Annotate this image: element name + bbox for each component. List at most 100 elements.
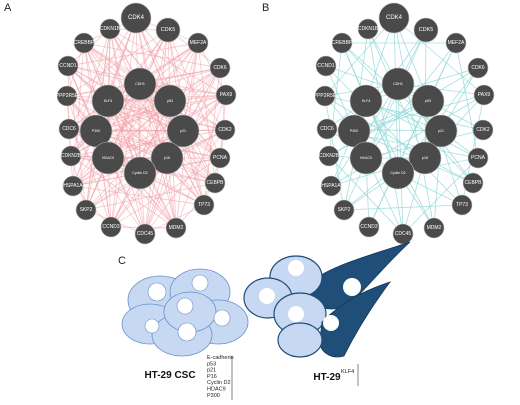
node-label: CDKN2B xyxy=(319,153,340,159)
ht29-marker: KLF4 xyxy=(341,369,354,375)
node-cdk6: CDK6 xyxy=(467,57,489,79)
node-label: Cyclin D2 xyxy=(390,171,405,175)
network-edge xyxy=(324,95,426,159)
network-edge xyxy=(85,67,221,211)
node-circle xyxy=(314,85,336,107)
node-pcna: PCNA xyxy=(209,147,231,169)
node-tp73: TP73 xyxy=(451,194,473,216)
csc-nuclei xyxy=(144,274,231,342)
node-label: CDK6 xyxy=(213,65,227,71)
network-b-nodes: CDK4CDK5MEF2ACDK6PAX9CDK2PCNACEBPBTP73MD… xyxy=(314,2,495,245)
node-circle xyxy=(411,84,445,118)
node-label: p21 xyxy=(438,129,444,133)
node-label: p16 xyxy=(422,156,428,160)
node-circle xyxy=(56,85,78,107)
network-edge xyxy=(109,28,227,96)
node-cdk6: CDK6 xyxy=(209,57,231,79)
node-circle xyxy=(408,141,442,175)
node-hspa1a: HSPA1A xyxy=(320,175,342,197)
node-cdh1: CDH1 xyxy=(381,67,415,101)
network-edge xyxy=(368,42,457,228)
node-cebpb: CEBPB xyxy=(462,172,484,194)
node-circle xyxy=(209,147,231,169)
network-a: CDK4CDK5MEF2ACDK6PAX9CDK2PCNACEBPBTP73MD… xyxy=(56,2,237,245)
network-edge xyxy=(365,100,479,159)
node-ccnd1: CCND1 xyxy=(315,55,337,77)
node-mdm2: MDM2 xyxy=(165,217,187,239)
node-ppp2r5e: PPP2R5E xyxy=(314,85,337,107)
network-edge xyxy=(167,29,221,159)
node-circle xyxy=(123,156,157,190)
node-pax9: PAX9 xyxy=(473,84,495,106)
network-edge xyxy=(85,29,169,211)
ht29-spindle-cell xyxy=(319,281,392,358)
node-p21: p21 xyxy=(424,114,458,148)
ht29-nucleus xyxy=(259,288,275,304)
node-cdh1: CDH1 xyxy=(123,67,157,101)
node-label: HSPA1A xyxy=(63,183,83,189)
ht29-nuclei xyxy=(259,260,361,331)
node-circle xyxy=(204,172,226,194)
node-label: PPP2R5E xyxy=(314,93,337,99)
node-label: PAX9 xyxy=(220,92,233,98)
node-label: Cyclin D2 xyxy=(132,171,147,175)
node-klf4: KLF4 xyxy=(349,84,383,118)
network-edge xyxy=(324,17,395,97)
node-circle xyxy=(120,2,152,34)
node-cyclin-d2: Cyclin D2 xyxy=(123,156,157,190)
node-label: MDM2 xyxy=(169,225,184,231)
node-circle xyxy=(473,84,495,106)
node-cdk4: CDK4 xyxy=(378,2,410,34)
panel-a-letter: A xyxy=(4,2,12,14)
node-label: CDC45 xyxy=(395,231,412,237)
network-edge xyxy=(393,17,485,96)
node-circle xyxy=(99,18,121,40)
node-circle xyxy=(187,32,209,54)
panel-b-letter: B xyxy=(262,2,269,14)
node-circle xyxy=(57,55,79,77)
node-cdk2: CDK2 xyxy=(472,119,494,141)
network-edge xyxy=(66,29,169,97)
node-cdkn2b: CDKN2B xyxy=(60,145,82,167)
ht29-cell-cluster xyxy=(243,241,411,358)
node-label: p53 xyxy=(167,99,173,103)
node-label: CDK2 xyxy=(476,127,490,133)
node-label: CDK4 xyxy=(386,15,403,21)
node-circle xyxy=(123,67,157,101)
node-p53: p53 xyxy=(411,84,445,118)
node-circle xyxy=(165,217,187,239)
node-circle xyxy=(62,175,84,197)
node-circle xyxy=(357,18,379,40)
network-edge xyxy=(109,28,205,206)
node-circle xyxy=(413,17,439,43)
node-p300: P300 xyxy=(79,114,113,148)
node-cdc45: CDC45 xyxy=(392,223,414,245)
node-label: CDK6 xyxy=(471,65,485,71)
node-label: PCNA xyxy=(213,155,228,161)
ht29-cell xyxy=(277,322,323,358)
network-edge xyxy=(135,17,226,131)
node-circle xyxy=(331,32,353,54)
node-circle xyxy=(73,32,95,54)
node-circle xyxy=(150,141,184,175)
network-edge xyxy=(367,28,404,235)
node-p21: p21 xyxy=(166,114,200,148)
network-edge xyxy=(68,17,137,130)
node-circle xyxy=(214,119,236,141)
node-label: CREBBP xyxy=(74,40,95,46)
csc-title: HT-29 CSC xyxy=(144,370,195,381)
node-circle xyxy=(153,84,187,118)
ht29-title: HT-29 xyxy=(313,372,341,383)
csc-marker: p21 xyxy=(207,368,216,374)
network-edge xyxy=(341,42,474,184)
node-circle xyxy=(467,147,489,169)
node-circle xyxy=(209,57,231,79)
csc-marker: P300 xyxy=(207,393,220,399)
node-label: CCND1 xyxy=(59,63,76,69)
node-ccnd3: CCND3 xyxy=(100,216,122,238)
node-circle xyxy=(320,175,342,197)
node-circle xyxy=(424,114,458,148)
csc-nucleus xyxy=(213,309,231,327)
